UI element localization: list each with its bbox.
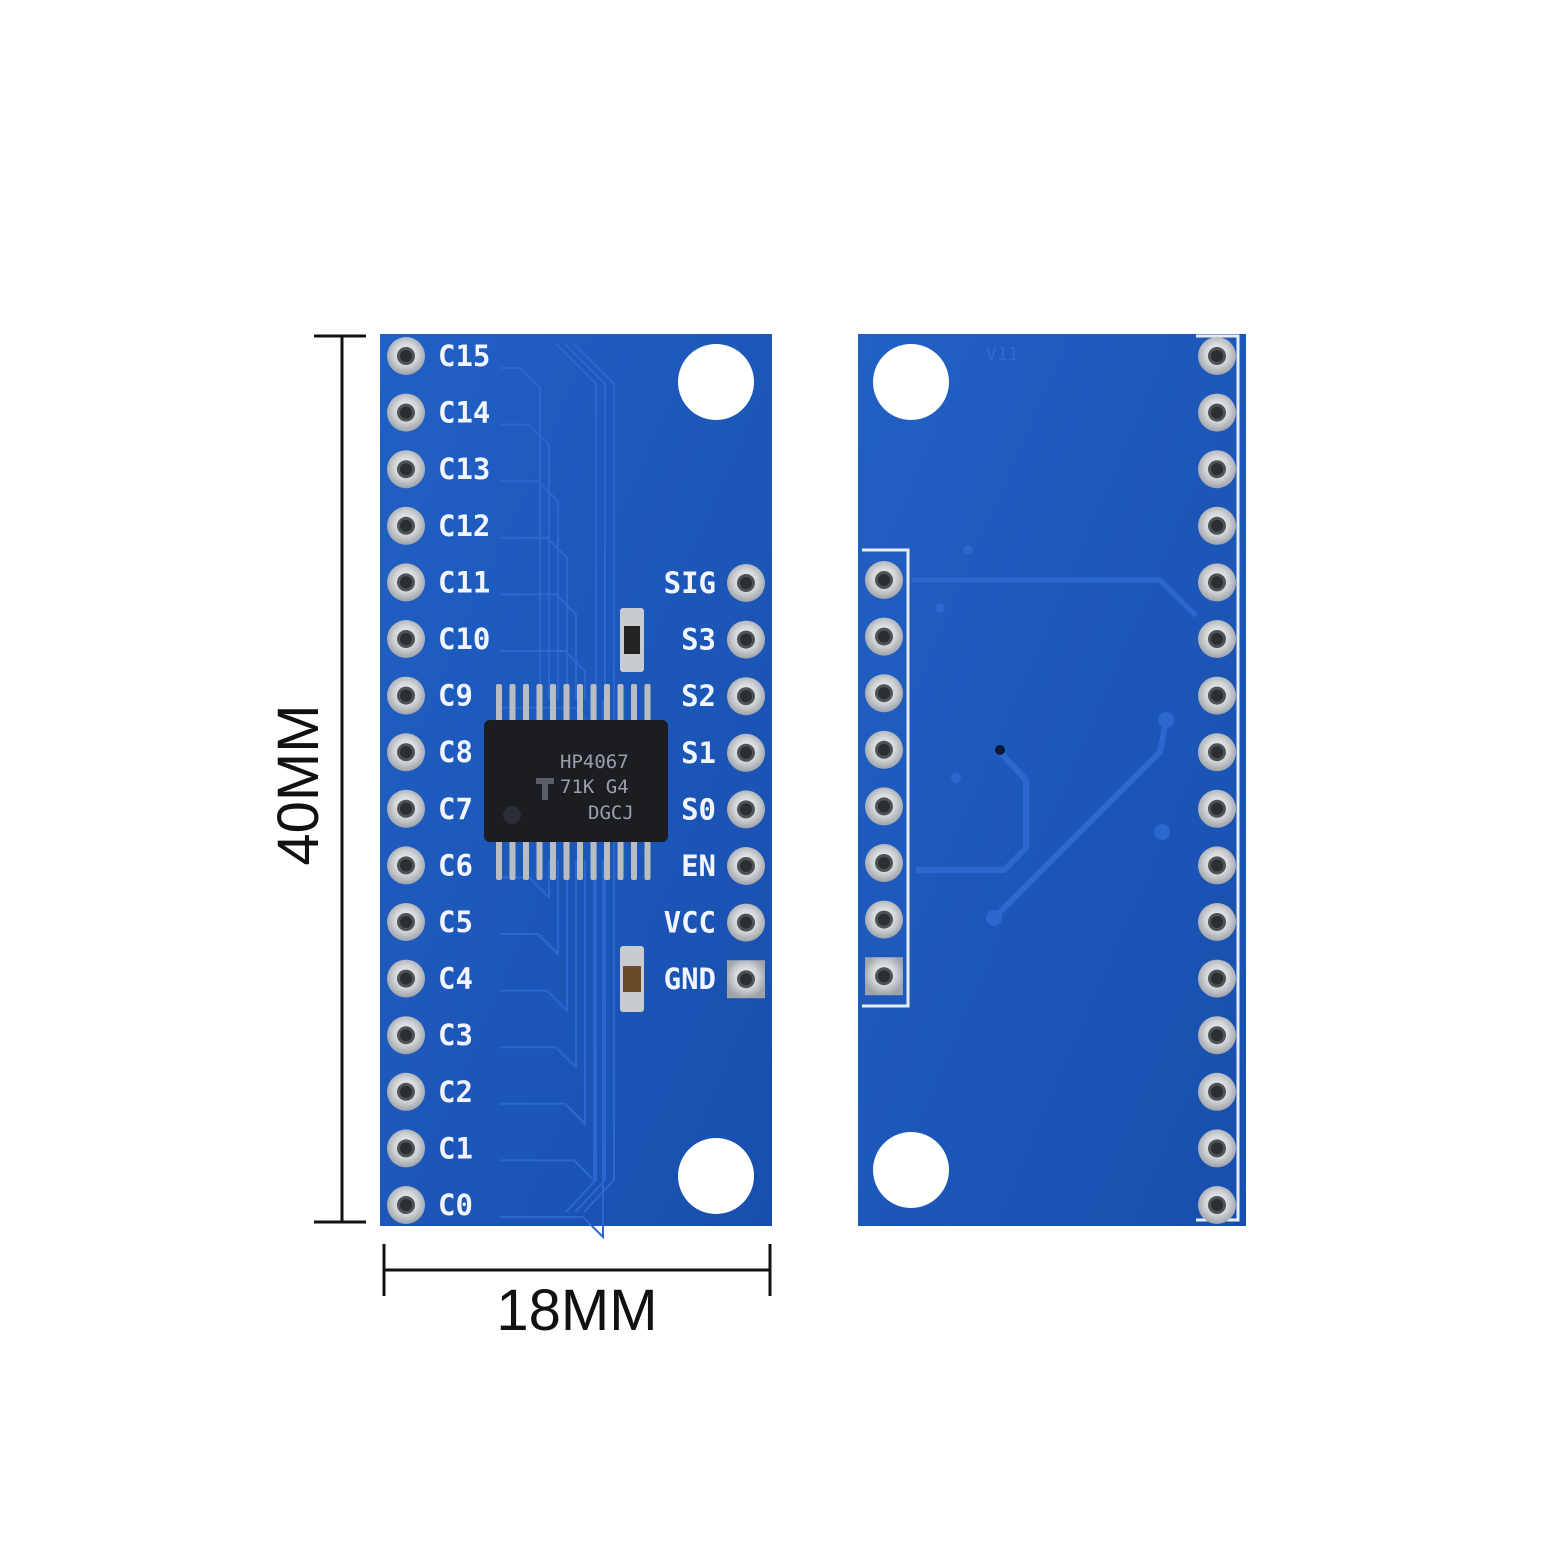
- back-pin-pad: [1198, 959, 1236, 998]
- pin-pad-c8: [387, 733, 425, 772]
- pin-label-c7: C7: [438, 792, 473, 826]
- pin-label-c12: C12: [438, 509, 490, 543]
- pin-pad-c12: [387, 506, 425, 545]
- pin-label-gnd: GND: [664, 962, 716, 996]
- pin-label-c14: C14: [438, 396, 490, 430]
- pin-label-s3: S3: [681, 623, 716, 657]
- mounting-hole-top: [678, 344, 754, 420]
- board-version-marking: V11: [986, 344, 1019, 365]
- pin-pad-s1: [727, 733, 765, 772]
- width-label: 18MM: [496, 1278, 657, 1343]
- pin-label-c8: C8: [438, 735, 473, 769]
- mounting-hole-bottom: [678, 1138, 754, 1214]
- height-dimension: 40MM: [266, 334, 366, 1224]
- back-pin-pad: [1198, 1016, 1236, 1055]
- pin-pad-c0: [387, 1186, 425, 1224]
- pin-pad-c4: [387, 959, 425, 998]
- chip-marking-line-3: DGCJ: [588, 802, 634, 824]
- mounting-hole-bottom: [873, 1132, 949, 1208]
- pin-pad-s0: [727, 790, 765, 829]
- pin-label-c5: C5: [438, 905, 473, 939]
- pin-label-c6: C6: [438, 848, 473, 882]
- pin-pad-sig: [727, 564, 765, 602]
- back-pin-pad: [1198, 903, 1236, 941]
- back-pin-pad: [1198, 1072, 1236, 1111]
- pin-pad-c14: [387, 393, 425, 432]
- width-dimension: 18MM: [382, 1244, 772, 1343]
- back-pin-pad: [865, 617, 903, 656]
- mounting-hole-top: [873, 344, 949, 420]
- pin-pad-c6: [387, 846, 425, 885]
- pin-pad-c11: [387, 563, 425, 602]
- pin-pad-gnd: [727, 960, 765, 999]
- pin-label-c15: C15: [438, 339, 490, 373]
- pin-label-c4: C4: [438, 962, 473, 996]
- back-pin-pad: [1198, 846, 1236, 885]
- back-pin-pad: [1198, 789, 1236, 828]
- pin-pad-c1: [387, 1129, 425, 1168]
- pin-pad-c7: [387, 789, 425, 828]
- multiplexer-chip: HP4067 71K G4 DGCJ: [484, 684, 668, 880]
- height-label: 40MM: [266, 704, 331, 865]
- pin-label-s1: S1: [681, 736, 716, 770]
- back-pin-pad: [1198, 620, 1236, 658]
- back-pin-pad: [865, 730, 903, 769]
- back-pin-pad: [1198, 337, 1236, 375]
- pin-pad-c3: [387, 1016, 425, 1055]
- back-pin-pad: [865, 957, 903, 996]
- pin-label-c11: C11: [438, 565, 490, 599]
- back-pin-pad: [1198, 676, 1236, 715]
- pin-label-c13: C13: [438, 452, 490, 486]
- pin-label-c10: C10: [438, 622, 490, 656]
- pcb-back: V11: [858, 334, 1246, 1226]
- back-pin-pad: [1198, 450, 1236, 489]
- pin-pad-en: [727, 847, 765, 885]
- pin-pad-c5: [387, 903, 425, 941]
- pin-label-c2: C2: [438, 1075, 473, 1109]
- back-pin-pad: [1198, 393, 1236, 432]
- pin-pad-vcc: [727, 903, 765, 942]
- pin-label-en: EN: [681, 849, 716, 883]
- back-pin-pad: [865, 787, 903, 826]
- chip-marking-line-1: HP4067: [560, 751, 629, 773]
- pin-label-c9: C9: [438, 679, 473, 713]
- pin-pad-s3: [727, 620, 765, 659]
- pin-pad-c15: [387, 337, 425, 375]
- back-pin-pad: [865, 844, 903, 882]
- pin-label-sig: SIG: [664, 566, 716, 600]
- back-pin-pad: [1198, 733, 1236, 772]
- pin-label-c1: C1: [438, 1131, 473, 1165]
- pin-pad-c2: [387, 1072, 425, 1111]
- back-pin-pad: [1198, 506, 1236, 545]
- pin-pad-c10: [387, 620, 425, 658]
- front-traces: [500, 343, 615, 1240]
- back-pin-pad: [865, 674, 903, 713]
- pin-pad-c13: [387, 450, 425, 489]
- back-channel-pins: [1198, 337, 1236, 1224]
- pin-label-s2: S2: [681, 679, 716, 713]
- back-pin-pad: [1198, 1129, 1236, 1168]
- pin-label-s0: S0: [681, 792, 716, 826]
- smd-capacitor: [620, 946, 644, 1012]
- back-control-pins: [865, 561, 903, 996]
- pin-label-vcc: VCC: [664, 906, 716, 940]
- smd-resistor: [620, 608, 644, 672]
- back-pin-pad: [1198, 563, 1236, 602]
- back-pin-pad: [865, 561, 903, 599]
- chip-marking-line-2: 71K G4: [560, 776, 629, 798]
- back-pin-pad: [1198, 1186, 1236, 1224]
- pin-pad-s2: [727, 677, 765, 716]
- back-pin-pad: [865, 900, 903, 939]
- ti-logo-icon: [536, 778, 554, 800]
- pin-label-c3: C3: [438, 1018, 473, 1052]
- pin-label-c0: C0: [438, 1188, 473, 1222]
- pin-pad-c9: [387, 676, 425, 715]
